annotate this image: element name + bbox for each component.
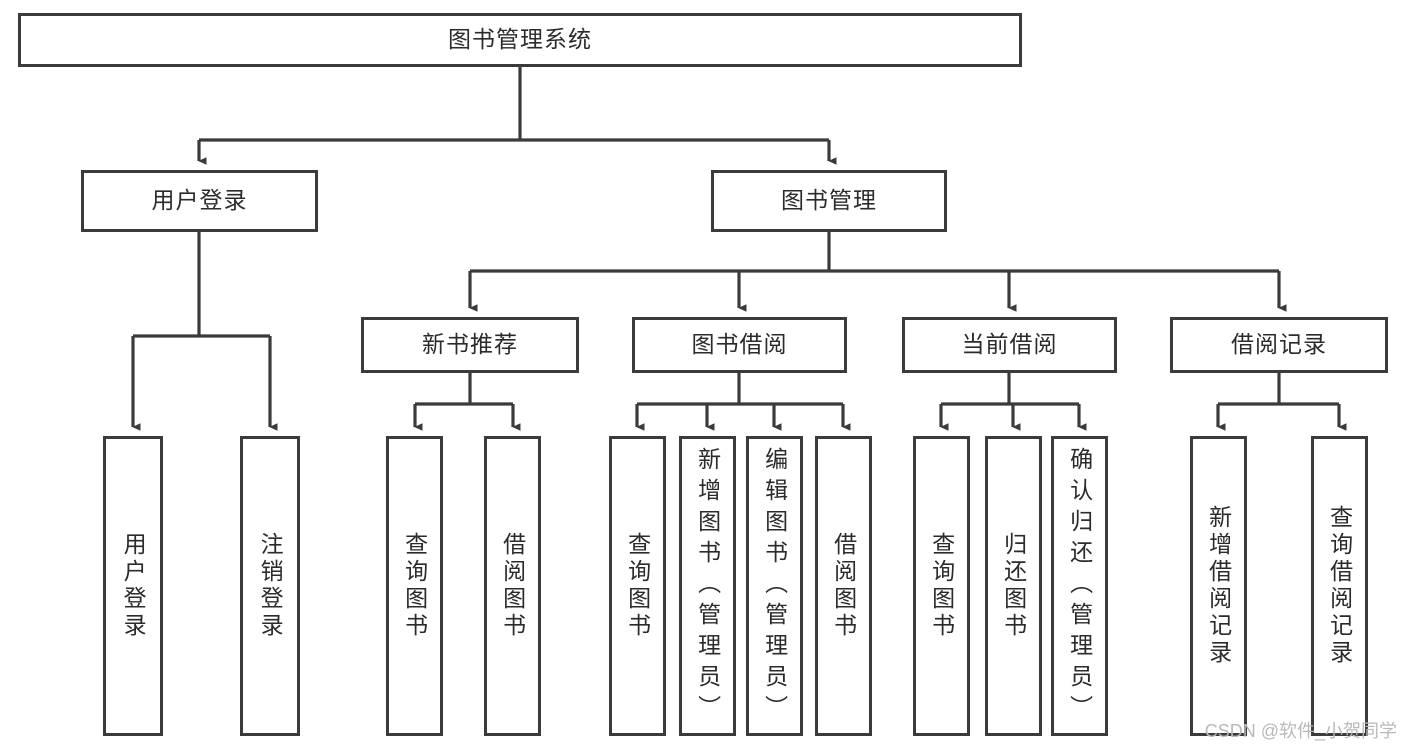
- node-root[interactable]: 图书管理系统: [18, 13, 1022, 67]
- node-root-label: 图书管理系统: [448, 26, 592, 53]
- node-book-management-module-label: 图书管理: [781, 187, 877, 214]
- leaf-confirm-return-admin[interactable]: 确认归还（管理员）: [1051, 436, 1108, 736]
- leaf-user-logout[interactable]: 注销登录: [240, 436, 300, 736]
- leaf-new-query-book[interactable]: 查询图书: [386, 436, 443, 736]
- leaf-new-borrow-book-label: 借阅图书: [499, 532, 526, 640]
- leaf-new-query-book-label: 查询图书: [401, 532, 428, 640]
- leaf-edit-book-admin-label: 编辑图书（管理员）: [761, 446, 788, 726]
- leaf-add-book-admin-label: 新增图书（管理员）: [694, 446, 721, 726]
- node-book-management-module[interactable]: 图书管理: [711, 170, 947, 232]
- node-current-borrow[interactable]: 当前借阅: [902, 317, 1117, 373]
- node-borrow-record-label: 借阅记录: [1231, 331, 1327, 358]
- leaf-borrow-lend-book[interactable]: 借阅图书: [815, 436, 872, 736]
- leaf-user-logout-label: 注销登录: [257, 532, 284, 640]
- leaf-query-borrow-record[interactable]: 查询借阅记录: [1311, 436, 1368, 736]
- node-borrow-record[interactable]: 借阅记录: [1170, 317, 1388, 373]
- node-user-login-module-label: 用户登录: [151, 187, 248, 214]
- leaf-add-borrow-record-label: 新增借阅记录: [1205, 505, 1232, 667]
- leaf-user-login[interactable]: 用户登录: [103, 436, 163, 736]
- leaf-borrow-query-book-label: 查询图书: [624, 532, 651, 640]
- leaf-edit-book-admin[interactable]: 编辑图书（管理员）: [746, 436, 803, 736]
- leaf-query-borrow-record-label: 查询借阅记录: [1326, 505, 1353, 667]
- leaf-current-query-book-label: 查询图书: [928, 532, 955, 640]
- leaf-user-login-label: 用户登录: [120, 532, 147, 640]
- leaf-add-book-admin[interactable]: 新增图书（管理员）: [679, 436, 736, 736]
- node-new-book-recommend-label: 新书推荐: [422, 331, 518, 358]
- leaf-borrow-query-book[interactable]: 查询图书: [609, 436, 666, 736]
- leaf-return-book[interactable]: 归还图书: [985, 436, 1042, 736]
- node-book-borrow[interactable]: 图书借阅: [632, 317, 847, 373]
- leaf-current-query-book[interactable]: 查询图书: [913, 436, 970, 736]
- leaf-new-borrow-book[interactable]: 借阅图书: [484, 436, 541, 736]
- csdn-watermark: CSDN @软件_小贺同学: [1204, 721, 1397, 741]
- node-current-borrow-label: 当前借阅: [961, 331, 1058, 358]
- node-user-login-module[interactable]: 用户登录: [81, 170, 318, 232]
- node-book-borrow-label: 图书借阅: [691, 331, 788, 358]
- leaf-add-borrow-record[interactable]: 新增借阅记录: [1190, 436, 1247, 736]
- leaf-confirm-return-admin-label: 确认归还（管理员）: [1066, 446, 1093, 726]
- node-new-book-recommend[interactable]: 新书推荐: [361, 317, 579, 373]
- leaf-return-book-label: 归还图书: [1000, 532, 1027, 640]
- leaf-borrow-lend-book-label: 借阅图书: [830, 532, 857, 640]
